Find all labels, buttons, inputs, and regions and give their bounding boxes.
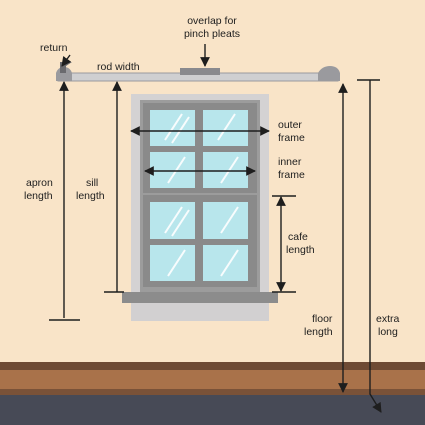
curtain-rod	[56, 62, 340, 82]
pinch-pleat-overlap-block	[180, 68, 220, 75]
apron-length-label-line2: length	[24, 190, 53, 202]
extra-long-arrow	[369, 80, 382, 413]
outer-frame-label-line2: frame	[278, 132, 305, 144]
apron-length-label-line1: apron	[26, 177, 53, 189]
cafe-length-label-line2: length	[286, 244, 315, 256]
floor	[0, 362, 425, 425]
window-apron	[131, 303, 269, 321]
return-label: return	[40, 42, 68, 54]
sill-length-label-line2: length	[76, 190, 105, 202]
labels: overlap for pinch pleats return rod widt…	[24, 15, 400, 338]
window	[122, 94, 278, 321]
extra-long-label-line2: long	[378, 326, 398, 338]
inner-frame-label-line2: frame	[278, 169, 305, 181]
outer-frame-label-line1: outer	[278, 119, 302, 131]
floor-length-label-line1: floor	[312, 313, 333, 325]
cafe-length-label-line1: cafe	[288, 231, 308, 243]
overlap-label-line2: pinch pleats	[184, 28, 240, 40]
floor-length-label-line2: length	[304, 326, 333, 338]
sill-length-label-line1: sill	[86, 177, 98, 189]
rod-width-label: rod width	[97, 61, 140, 73]
window-sill	[122, 292, 278, 303]
rod-finial-right	[318, 66, 340, 81]
extra-long-label-line1: extra	[376, 313, 400, 325]
return-arrow	[61, 54, 72, 67]
upper-sash	[143, 103, 257, 193]
inner-frame-label-line1: inner	[278, 156, 302, 168]
overlap-label-line1: overlap for	[187, 15, 237, 27]
lower-sash	[143, 195, 257, 287]
